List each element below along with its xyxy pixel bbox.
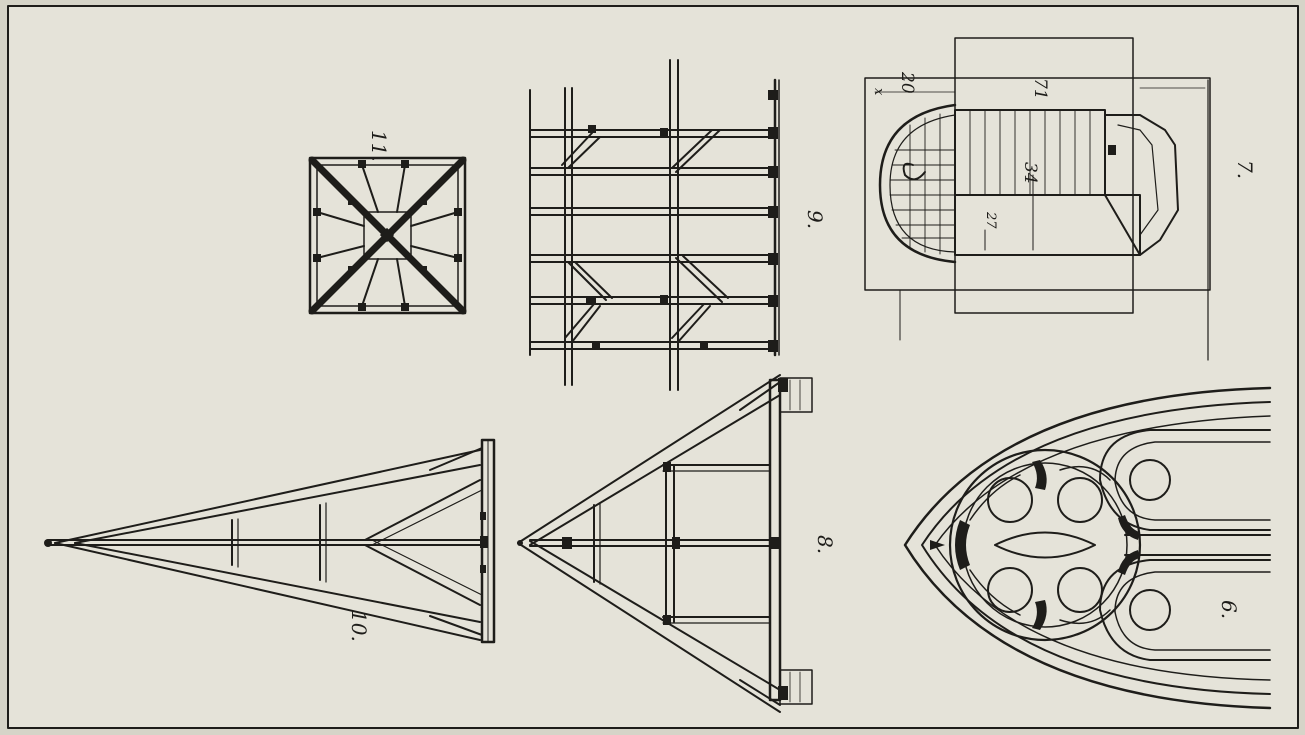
- figure-label-8: 8.: [813, 535, 837, 554]
- dimension-x: x: [871, 88, 886, 96]
- figure-label-10: 10.: [347, 610, 371, 642]
- figure-label-7: 7.: [1233, 160, 1257, 179]
- paper-sheet: [8, 6, 1298, 728]
- dimension-20: 20: [897, 71, 917, 94]
- figure-label-9: 9.: [803, 210, 827, 229]
- plate-border: [7, 5, 1299, 729]
- figure-7-wall-niche: x 20 71 34 27 7.: [864, 37, 1257, 361]
- figure-9-timber-frame: 9.: [529, 59, 827, 391]
- figure-8-roof-truss: 8.: [517, 374, 837, 713]
- dimension-27: 27: [983, 211, 998, 229]
- dimension-34: 34: [1020, 162, 1040, 184]
- dimension-71: 71: [1030, 78, 1050, 100]
- figure-10-spire-truss: 10.: [44, 438, 496, 644]
- figure-11-roof-plan: 11.: [308, 130, 467, 315]
- figure-label-6: 6.: [1217, 600, 1241, 619]
- figure-6-tracery-window: 6.: [903, 386, 1272, 710]
- figure-label-11: 11.: [367, 130, 391, 162]
